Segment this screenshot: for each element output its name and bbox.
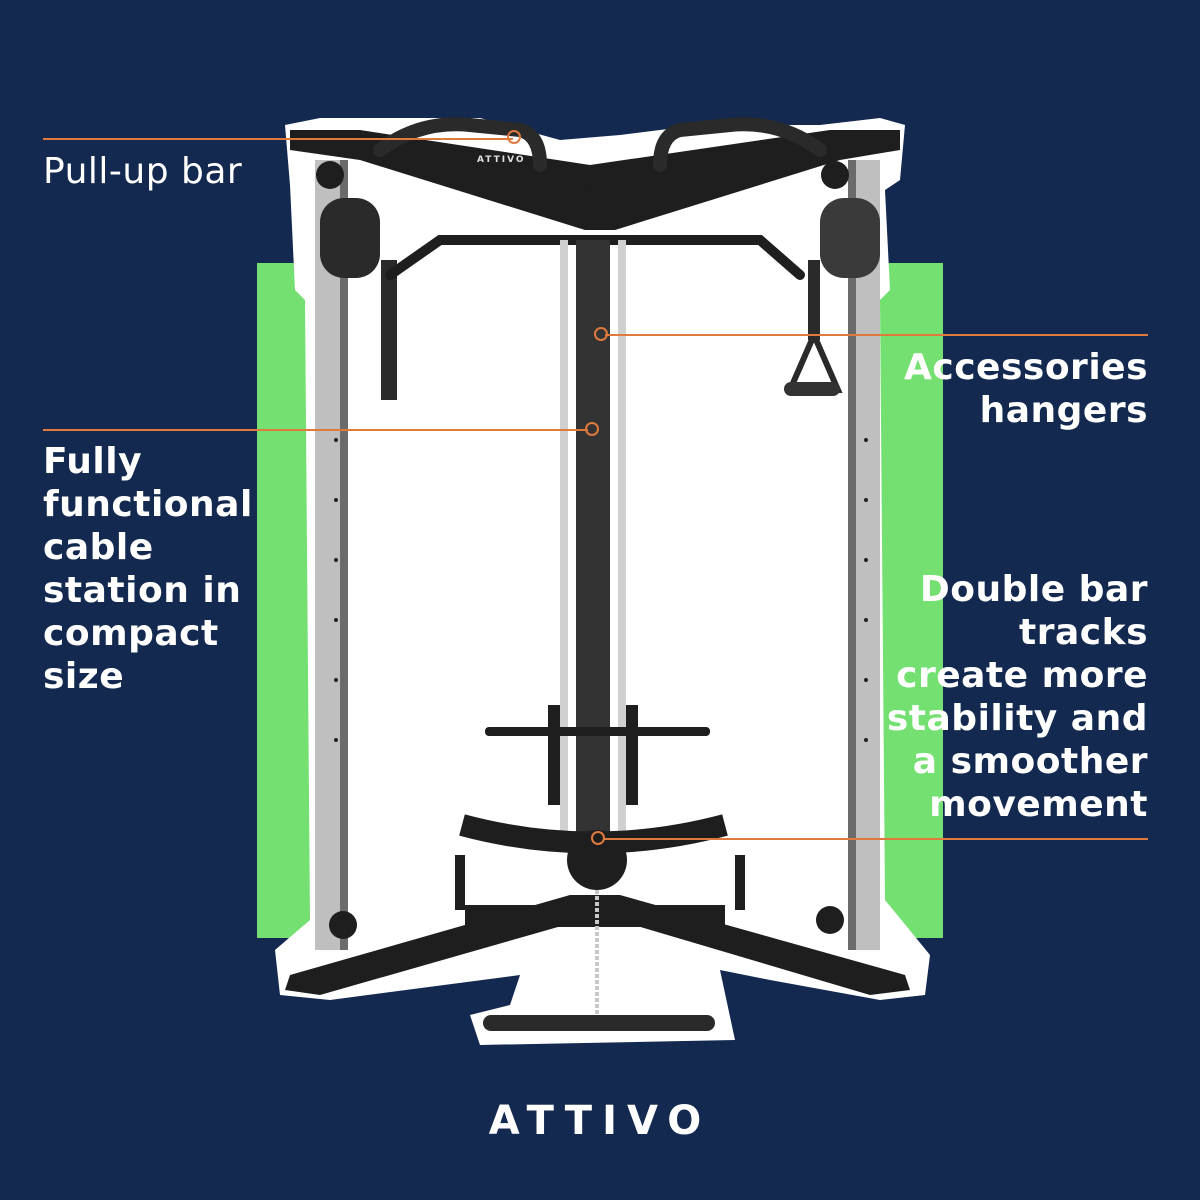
cable-station-label: Fully functional cable station in compac…: [43, 441, 253, 697]
accessories-hangers-callout-line: [605, 334, 1148, 336]
cable-station-callout-marker: [585, 422, 599, 436]
pull-up-bar-callout-line: [43, 138, 513, 140]
double-bar-tracks-callout-marker: [591, 831, 605, 845]
accessories-hangers-label: Accessories hangers: [904, 347, 1148, 431]
accessories-hangers-callout-marker: [594, 327, 608, 341]
brand-logo: ATTIVO: [488, 1098, 712, 1144]
svg-text:ATTIVO: ATTIVO: [477, 155, 526, 165]
double-bar-tracks-callout-line: [604, 838, 1148, 840]
pull-up-bar-label: Pull-up bar: [43, 151, 243, 192]
cable-station-callout-line: [43, 429, 588, 431]
double-bar-tracks-label: Double bar tracks create more stability …: [886, 569, 1148, 825]
pull-up-bar-callout-marker: [507, 130, 521, 144]
